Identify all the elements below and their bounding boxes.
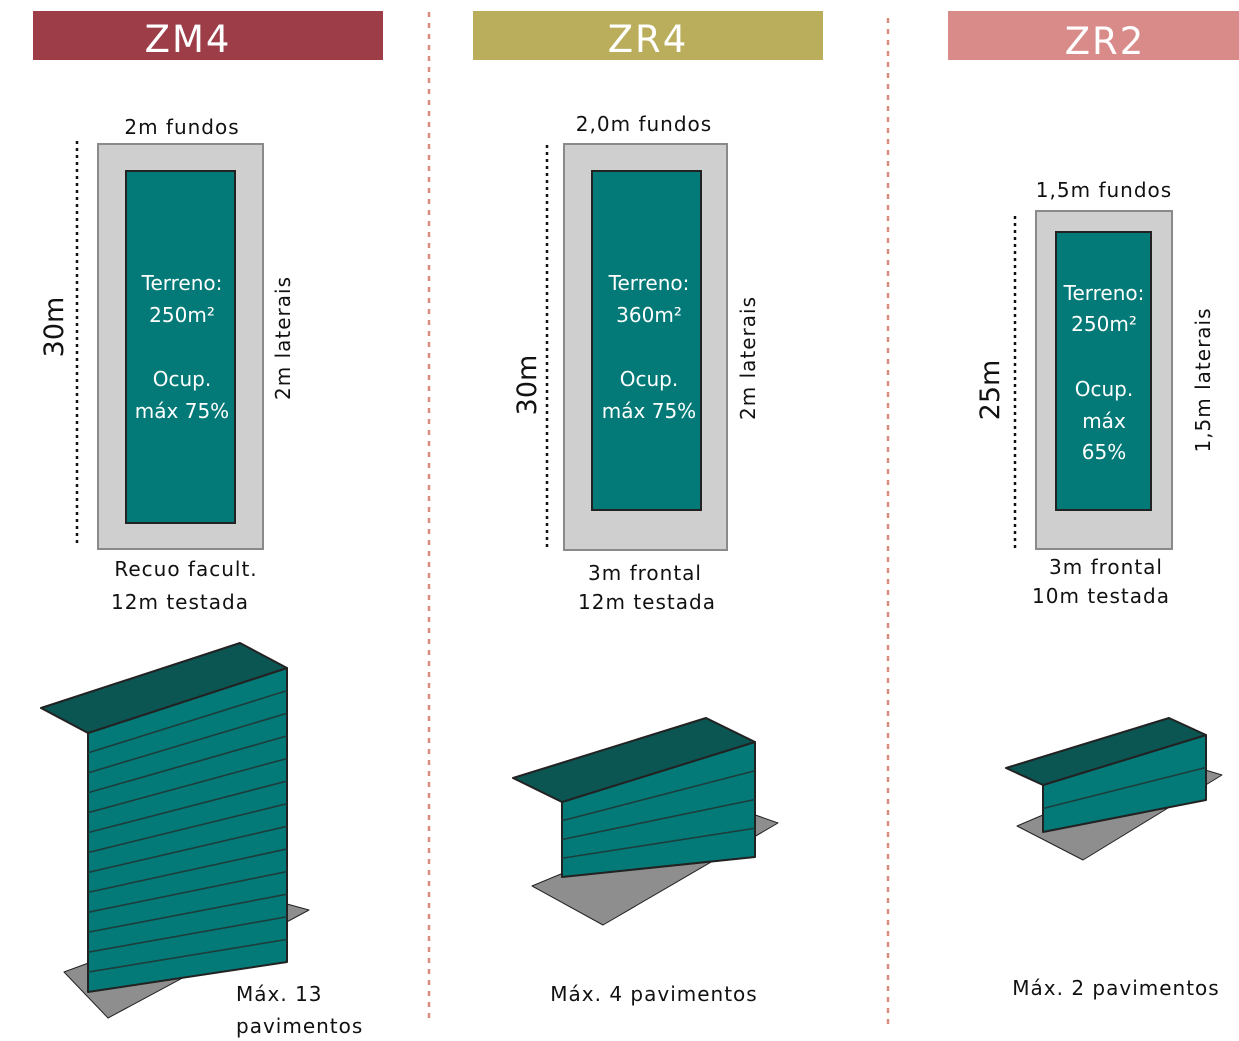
building-zm4: [40, 642, 310, 1019]
building-zr2: [1005, 717, 1223, 861]
plot-label-line: Ocup.: [153, 367, 211, 391]
back-setback-label: 2m fundos: [124, 115, 239, 139]
frontage-label: 12m testada: [111, 590, 249, 614]
floor-line: [561, 769, 756, 822]
depth-label: 25m: [975, 360, 1006, 421]
plot-label-line: Ocup.: [1075, 377, 1133, 401]
plot-label-line: 250m²: [149, 303, 215, 327]
front-setback-label: Recuo facult.: [114, 557, 257, 581]
zone-column-zr4: ZR4 2,0m fundos 30m Terreno: 360m² Ocup.…: [473, 11, 823, 1006]
zone-title: ZM4: [145, 18, 232, 61]
depth-label: 30m: [512, 355, 543, 416]
floor-line: [87, 735, 288, 794]
zone-column-zm4: ZM4 2m fundos 30m Terreno: 250m² Ocup. m…: [33, 11, 383, 1038]
floor-line: [87, 870, 288, 914]
front-setback-label: 3m frontal: [588, 561, 702, 585]
floor-line: [87, 938, 288, 973]
building-roof: [512, 717, 756, 803]
back-setback-label: 2,0m fundos: [576, 112, 712, 136]
floor-line: [87, 825, 288, 874]
zone-header-zr4: [473, 11, 823, 60]
side-setback-label: 2m laterais: [736, 296, 760, 420]
floors-label: pavimentos: [236, 1014, 363, 1038]
floor-line: [1042, 766, 1207, 810]
buildable-area: [1055, 231, 1152, 511]
frontage-label: 12m testada: [578, 590, 716, 614]
building-zr4: [512, 717, 779, 926]
floor-line: [87, 780, 288, 834]
plot-label-line: 250m²: [1071, 312, 1137, 336]
zone-header-zm4: [33, 11, 383, 60]
floor-line: [561, 798, 756, 841]
zone-header-zr2: [948, 11, 1239, 60]
floor-line: [87, 915, 288, 953]
front-setback-label: 3m frontal: [1049, 555, 1163, 579]
plot-label-line: Terreno:: [608, 271, 690, 295]
floor-line: [87, 848, 288, 894]
zone-title: ZR2: [1065, 20, 1146, 63]
plot-label-line: Terreno:: [141, 271, 223, 295]
back-setback-label: 1,5m fundos: [1036, 178, 1172, 202]
floors-label: Máx. 13: [236, 982, 323, 1006]
floor-line: [87, 757, 288, 814]
floors-label: Máx. 2 pavimentos: [1012, 976, 1219, 1000]
floor-line: [87, 689, 288, 754]
plot-label-line: Terreno:: [1063, 281, 1145, 305]
buildable-area: [591, 170, 702, 511]
zone-title: ZR4: [608, 18, 689, 61]
plot-label-line: 360m²: [616, 303, 682, 327]
floors-label: Máx. 4 pavimentos: [550, 982, 757, 1006]
floor-line: [87, 802, 288, 854]
side-setback-label: 2m laterais: [271, 276, 295, 400]
floor-line: [87, 712, 288, 774]
buildable-area: [125, 170, 236, 524]
building-roof: [1005, 717, 1207, 786]
plot-label-line: máx 75%: [602, 399, 696, 423]
plot-label-line: 65%: [1082, 440, 1126, 464]
zone-column-zr2: ZR2 1,5m fundos 25m Terreno: 250m² Ocup.…: [948, 11, 1239, 1000]
frontage-label: 10m testada: [1032, 584, 1170, 608]
side-setback-label: 1,5m laterais: [1191, 307, 1215, 452]
floor-line: [87, 893, 288, 934]
depth-label: 30m: [39, 297, 70, 358]
plot-label-line: máx: [1082, 409, 1126, 433]
plot-label-line: Ocup.: [620, 367, 678, 391]
floor-line: [561, 827, 756, 860]
plot-label-line: máx 75%: [135, 399, 229, 423]
building-roof: [40, 642, 288, 734]
